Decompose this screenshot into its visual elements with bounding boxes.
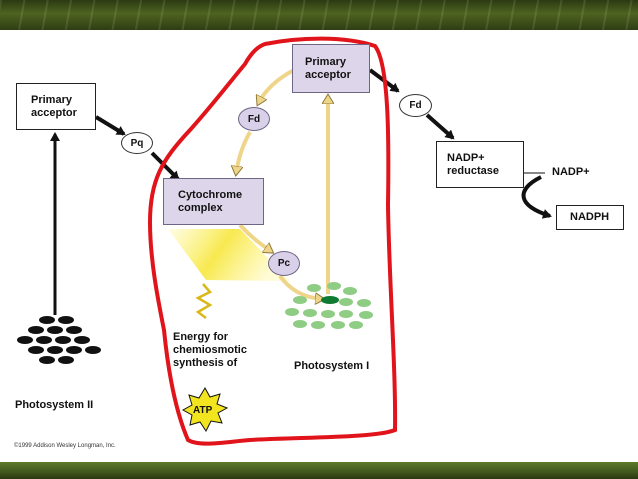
cytochrome-complex-label: Cytochrome complex — [178, 188, 243, 214]
cytochrome-complex-box: Cytochrome complex — [163, 178, 264, 225]
pc-to-ps1-arrow — [278, 274, 323, 299]
fd-upper-label: Fd — [247, 113, 261, 125]
photosystem-ii-dots — [17, 316, 101, 364]
diagram-canvas — [0, 30, 638, 462]
nadp-reductase-label: NADP+ reductase — [447, 151, 499, 177]
lightning-bolt-icon — [195, 283, 213, 319]
nadph-label: NADPH — [570, 211, 610, 223]
fd-upper-oval: Fd — [238, 107, 270, 131]
primary-acceptor-left-label: Primary acceptor — [31, 93, 77, 119]
cytochrome-to-pc-arrow — [238, 223, 272, 252]
photosystem-i-dots — [285, 282, 373, 329]
fd-right-label: Fd — [409, 100, 422, 111]
nadp-to-nadph-arrow — [521, 175, 552, 219]
copyright-text: ©1999 Addison Wesley Longman, Inc. — [14, 443, 116, 449]
bottom-decorative-band — [0, 462, 638, 479]
acceptor-to-fd-upper-arrow — [258, 68, 295, 104]
photosystem-i-label: Photosystem I — [294, 360, 370, 372]
pc-oval: Pc — [268, 251, 300, 276]
nadp-plus-label: NADP+ — [552, 166, 590, 178]
fd-to-cytochrome-arrow — [236, 131, 252, 174]
nadph-box: NADPH — [556, 205, 624, 230]
atp-label: ATP — [193, 405, 213, 416]
fd-to-reductase-arrow — [425, 113, 455, 140]
photosystem-i-reaction-center — [321, 296, 339, 304]
highlight-outline — [147, 36, 398, 446]
energy-glow — [168, 229, 290, 281]
pq-to-cytochrome-arrow — [150, 151, 180, 181]
primary-acceptor-left-box: Primary acceptor — [16, 83, 96, 130]
acceptor-to-pq-arrow — [94, 115, 126, 136]
pq-oval: Pq — [121, 132, 153, 154]
atp-burst — [181, 387, 229, 432]
pc-label: Pc — [277, 258, 291, 269]
fd-right-oval: Fd — [399, 94, 432, 117]
top-decorative-band — [0, 0, 638, 30]
pq-label: Pq — [130, 137, 144, 149]
photosystem-ii-label: Photosystem II — [15, 399, 94, 411]
primary-acceptor-right-box: Primary acceptor — [292, 44, 370, 93]
energy-label: Energy for chemiosmotic synthesis of — [173, 331, 247, 369]
primary-acceptor-right-label: Primary acceptor — [305, 55, 351, 81]
nadp-reductase-box: NADP+ reductase — [436, 141, 524, 188]
